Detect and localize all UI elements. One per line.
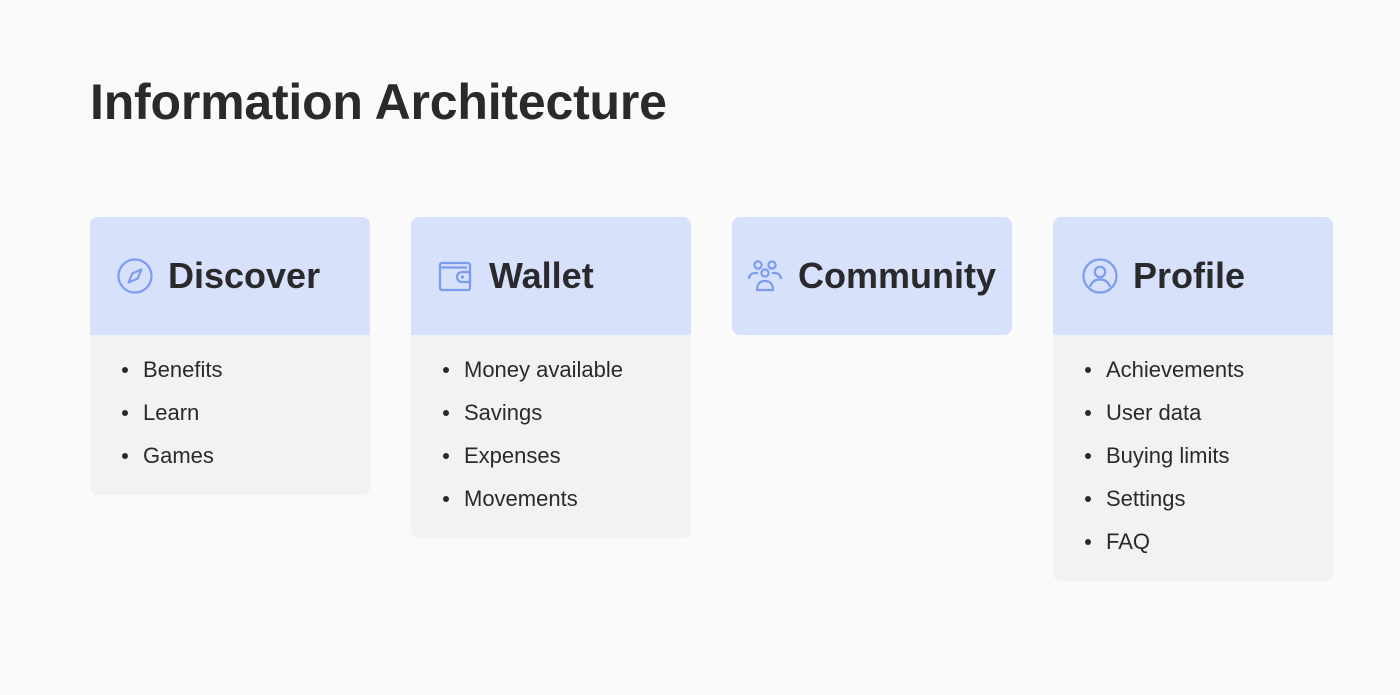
section-items: Money available Savings Expenses Movemen… [411, 335, 691, 538]
section-header: Community [732, 217, 1012, 335]
section-title: Profile [1133, 255, 1246, 296]
ia-columns: Discover Benefits Learn Games [90, 217, 1333, 581]
section-header: Profile [1053, 217, 1333, 335]
list-item: Money available [443, 348, 691, 391]
section-wallet: Wallet Money available Savings Expenses … [411, 217, 691, 538]
section-profile: Profile Achievements User data Buying li… [1053, 217, 1333, 581]
section-title: Wallet [489, 255, 594, 296]
list-item: Savings [443, 391, 691, 434]
list-item: Settings [1085, 477, 1333, 520]
list-item: FAQ [1085, 520, 1333, 563]
wallet-icon [437, 257, 475, 295]
section-header: Wallet [411, 217, 691, 335]
section-items: Benefits Learn Games [90, 335, 370, 495]
section-discover: Discover Benefits Learn Games [90, 217, 370, 495]
list-item: User data [1085, 391, 1333, 434]
section-community: Community [732, 217, 1012, 335]
section-header: Discover [90, 217, 370, 335]
list-item: Benefits [122, 348, 370, 391]
list-item: Achievements [1085, 348, 1333, 391]
page-title: Information Architecture [90, 74, 667, 130]
list-item: Buying limits [1085, 434, 1333, 477]
section-card: Profile Achievements User data Buying li… [1053, 217, 1333, 581]
user-circle-icon [1081, 257, 1119, 295]
section-card: Community [732, 217, 1012, 335]
section-title: Discover [168, 255, 321, 296]
list-item: Expenses [443, 434, 691, 477]
section-card: Discover Benefits Learn Games [90, 217, 370, 495]
section-title: Community [798, 255, 996, 296]
list-item: Games [122, 434, 370, 477]
list-item: Movements [443, 477, 691, 520]
section-card: Wallet Money available Savings Expenses … [411, 217, 691, 538]
compass-icon [116, 257, 154, 295]
section-items: Achievements User data Buying limits Set… [1053, 335, 1333, 581]
list-item: Learn [122, 391, 370, 434]
people-group-icon [746, 257, 784, 295]
